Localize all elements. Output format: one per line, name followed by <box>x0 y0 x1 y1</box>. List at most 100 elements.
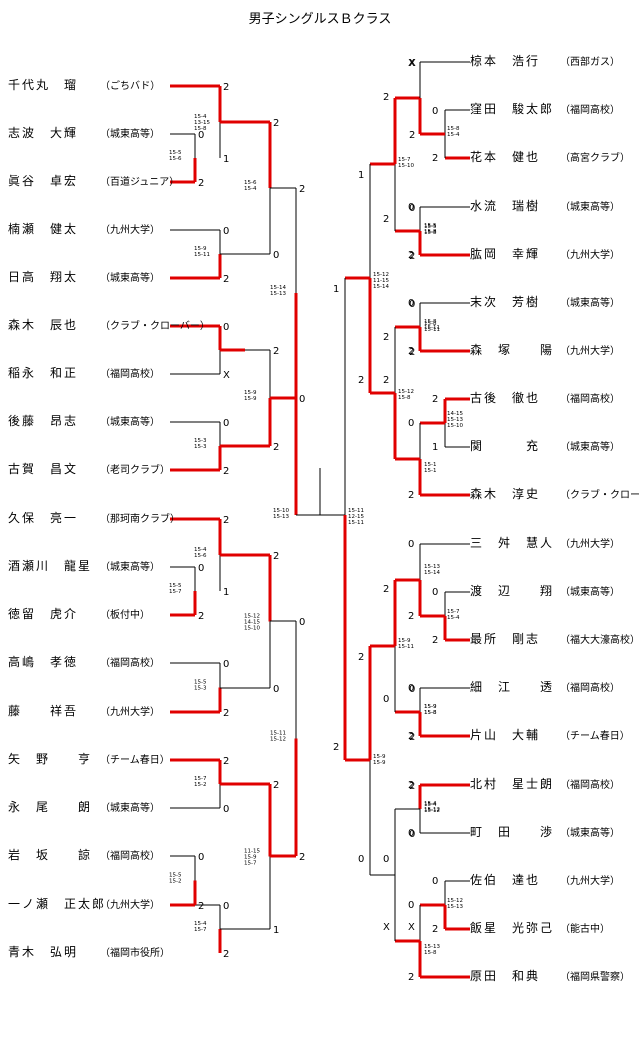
game-scores: 15-2 <box>169 879 181 885</box>
player-name: 窪田 駿太郎 <box>470 102 555 116</box>
player-affiliation: （クラブ・クローバー） <box>100 321 210 332</box>
player-name: 関 充 <box>470 439 541 453</box>
game-scores: 14-15 <box>447 411 463 417</box>
player-name: 千代丸 瑠 <box>8 78 79 92</box>
match-score: 2 <box>273 346 279 357</box>
game-scores: 15-13 <box>424 564 440 570</box>
player-name: 後藤 昂志 <box>8 414 79 428</box>
game-scores: 15-13 <box>447 417 463 423</box>
right-player-row: 花本 健也（高宮クラブ） <box>470 149 630 165</box>
player-affiliation: （城東高等） <box>100 803 160 814</box>
match-score: 2 <box>383 332 389 343</box>
match-score: 0 <box>432 876 438 887</box>
page-title: 男子シングルスＢクラス <box>248 12 392 27</box>
match-score: 2 <box>432 153 438 164</box>
match-score: 2 <box>383 92 389 103</box>
left-player-row: 高嶋 孝徳（福岡高校） <box>8 654 160 670</box>
match-score: 0 <box>409 684 415 695</box>
match-score: 0 <box>198 130 204 141</box>
match-score: 0 <box>409 829 415 840</box>
left-player-row: 楠瀬 健太（九州大学） <box>8 221 160 237</box>
player-name: 古後 徹也 <box>470 391 541 405</box>
match-score: 0 <box>223 418 229 429</box>
game-scores: 15-9 <box>424 704 437 710</box>
game-scores: 15-12 <box>398 389 414 395</box>
game-scores: 15-11 <box>270 731 286 737</box>
match-score: 2 <box>273 780 279 791</box>
player-affiliation: （那珂南クラブ） <box>100 514 180 525</box>
player-name: 片山 大輔 <box>470 728 541 742</box>
left-player-row: 稲永 和正（福岡高校） <box>8 365 160 381</box>
match-score: X <box>409 58 416 69</box>
player-name: 稲永 和正 <box>8 366 79 380</box>
player-name: 徳留 虎介 <box>8 607 79 621</box>
game-scores: 15-14 <box>424 570 440 576</box>
player-affiliation: （九州大学） <box>100 707 160 718</box>
player-name: 一ノ瀬 正太郎 <box>8 897 107 911</box>
right-player-row: 最所 剛志 （福大大濠高校） <box>470 631 640 647</box>
match-score: 2 <box>408 780 414 791</box>
match-score: 2 <box>198 901 204 912</box>
player-affiliation: （クラブ・クローバー） <box>560 490 640 501</box>
player-name: 渡 辺 翔 <box>470 584 555 598</box>
match-score: 0 <box>358 854 364 865</box>
game-scores: 15-8 <box>424 710 437 716</box>
match-score: X <box>408 58 415 69</box>
player-name: 最所 剛志 <box>470 632 541 646</box>
player-name: 末次 芳樹 <box>470 295 541 309</box>
player-affiliation: （福大大濠高校） <box>560 635 640 646</box>
match-score: 2 <box>299 184 305 195</box>
match-score: 2 <box>198 611 204 622</box>
right-player-row: 森 塚 陽（九州大学） <box>470 342 620 358</box>
game-scores: 15-5 <box>424 223 437 229</box>
player-name: 三 舛 慧人 <box>470 536 555 550</box>
match-score: 2 <box>408 490 414 501</box>
match-score: 0 <box>223 804 229 815</box>
match-score: 0 <box>299 617 305 628</box>
left-player-row: 藤 祥吾（九州大学） <box>8 703 160 719</box>
player-affiliation: （九州大学） <box>560 346 620 357</box>
game-scores: 15-4 <box>194 547 207 553</box>
match-score: 2 <box>408 972 414 983</box>
player-name: 青木 弘明 <box>8 945 79 959</box>
player-name: 日高 翔太 <box>8 270 79 284</box>
player-affiliation: （城東高等） <box>560 202 620 213</box>
player-name: 永 尾 朗 <box>8 800 93 814</box>
match-score: 1 <box>273 925 279 936</box>
player-name: 原田 和典 <box>470 969 541 983</box>
game-scores: 15-13 <box>424 944 440 950</box>
player-affiliation: （福岡高校） <box>100 658 160 669</box>
game-scores: 12-15 <box>348 514 364 520</box>
match-score: 2 <box>358 375 364 386</box>
right-player-row: 肱岡 幸輝（九州大学） <box>470 246 620 262</box>
player-name: 森木 淳史 <box>470 487 541 501</box>
player-name: 楠瀬 健太 <box>8 222 79 236</box>
match-score: 2 <box>223 466 229 477</box>
game-scores: 15-7 <box>194 927 207 933</box>
right-player-row: 細 江 透（福岡高校） <box>470 679 620 695</box>
match-score: 2 <box>358 652 364 663</box>
match-score: 2 <box>383 375 389 386</box>
game-scores: 15-5 <box>169 150 182 156</box>
game-scores: 15-11 <box>424 325 440 331</box>
left-player-row: 日高 翔太（城東高等） <box>8 269 160 285</box>
player-name: 佐伯 達也 <box>470 873 541 887</box>
game-scores: 15-6 <box>169 156 182 162</box>
game-scores: 15-4 <box>447 615 460 621</box>
game-scores: 15-4 <box>194 921 207 927</box>
match-score: 1 <box>333 284 339 295</box>
right-player-row: 古後 徹也（福岡高校） <box>470 390 620 406</box>
right-player-row: 佐伯 達也（九州大学） <box>470 872 620 888</box>
player-affiliation: （城東高等） <box>100 129 160 140</box>
player-name: 岩 坂 諒 <box>8 848 93 862</box>
game-scores: 11-15 <box>373 278 389 284</box>
match-score: 1 <box>432 442 438 453</box>
game-scores: 15-8 <box>424 710 437 716</box>
match-score: 0 <box>408 298 414 309</box>
match-score: 0 <box>273 684 279 695</box>
game-scores: 15-9 <box>244 855 257 861</box>
player-name: 椋本 浩行 <box>470 54 541 68</box>
game-scores: 15-3 <box>194 438 207 444</box>
player-affiliation: （九州大学） <box>560 539 620 550</box>
